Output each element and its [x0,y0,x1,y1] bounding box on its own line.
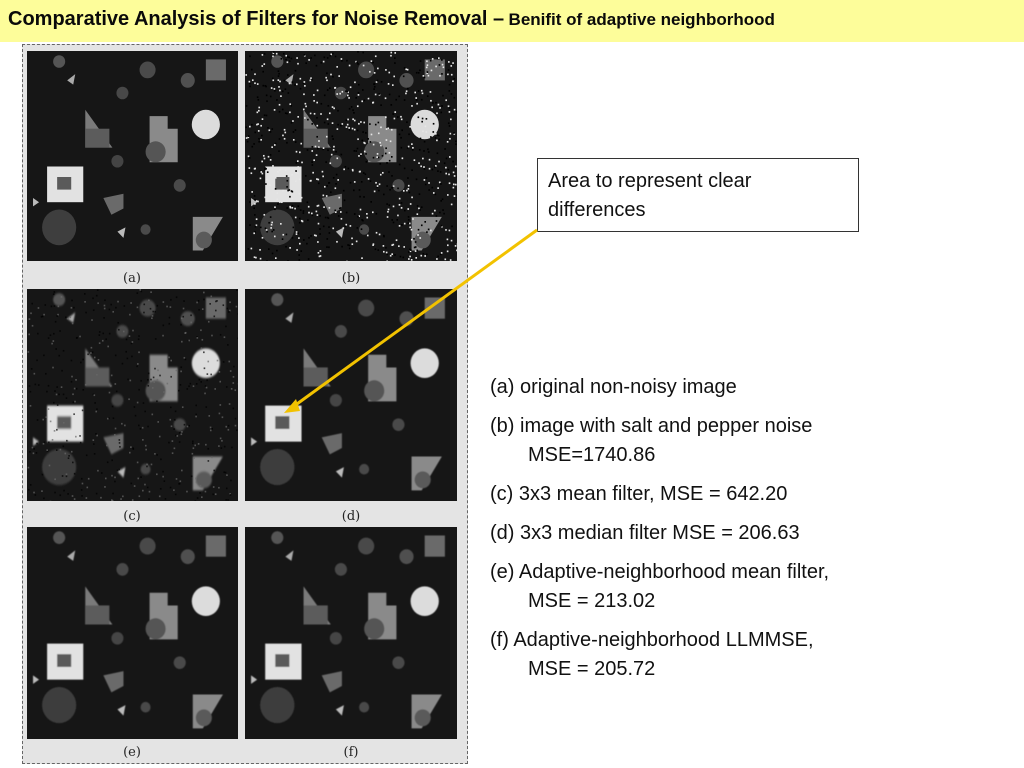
figure-frame: (a) (b) (c) (d) (e) (f) [22,44,468,764]
legend-item-e-line1: (e) Adaptive-neighborhood mean filter, [490,561,830,583]
shapes-image [27,289,238,501]
slide-title-sub: Benifit of adaptive neighborhood [508,10,775,29]
legend-item-e-line2: MSE = 213.02 [528,590,656,612]
panel-d-label: (d) [341,509,361,524]
slide-title-main: Comparative Analysis of Filters for Nois… [8,8,505,30]
legend: (a) original non-noisy image (b) image w… [490,373,1010,694]
callout-line-2: differences [548,199,646,221]
title-bar: Comparative Analysis of Filters for Nois… [0,0,1024,42]
panel-f-label: (f) [343,745,359,760]
slide-title: Comparative Analysis of Filters for Nois… [8,8,775,31]
shapes-image [251,531,445,729]
legend-item-b-line1: (b) image with salt and pepper noise [490,415,813,437]
legend-item: (b) image with salt and pepper noise MSE… [490,412,1010,470]
legend-item-b-line2: MSE=1740.86 [528,444,656,466]
legend-item-f-line1: (f) Adaptive-neighborhood LLMMSE, [490,629,814,651]
panel-c-label: (c) [123,509,141,524]
callout-box: Area to represent clear differences [537,158,859,232]
legend-item-f-line2: MSE = 205.72 [528,658,656,680]
panel-b-image [245,51,457,261]
panel-d-image [245,289,457,501]
legend-item: (d) 3x3 median filter MSE = 206.63 [490,519,1010,548]
callout-line-1: Area to represent clear [548,170,752,192]
panel-e-image [27,527,238,739]
shapes-image [245,51,457,261]
shapes-image [33,55,226,251]
panel-c-image [27,289,238,501]
panel-b-label: (b) [341,271,361,286]
legend-item: (a) original non-noisy image [490,373,1010,402]
legend-item-d-line1: (d) 3x3 median filter MSE = 206.63 [490,522,800,544]
panel-e-label: (e) [123,745,141,760]
shapes-image [33,531,226,729]
legend-item-a-line1: (a) original non-noisy image [490,376,737,398]
panel-a-image [27,51,238,261]
legend-item: (e) Adaptive-neighborhood mean filter, M… [490,558,1010,616]
legend-item: (c) 3x3 mean filter, MSE = 642.20 [490,480,1010,509]
legend-item: (f) Adaptive-neighborhood LLMMSE, MSE = … [490,626,1010,684]
panel-f-image [245,527,457,739]
legend-item-c-line1: (c) 3x3 mean filter, MSE = 642.20 [490,483,788,505]
panel-a-label: (a) [123,271,141,286]
shapes-image [251,293,445,491]
